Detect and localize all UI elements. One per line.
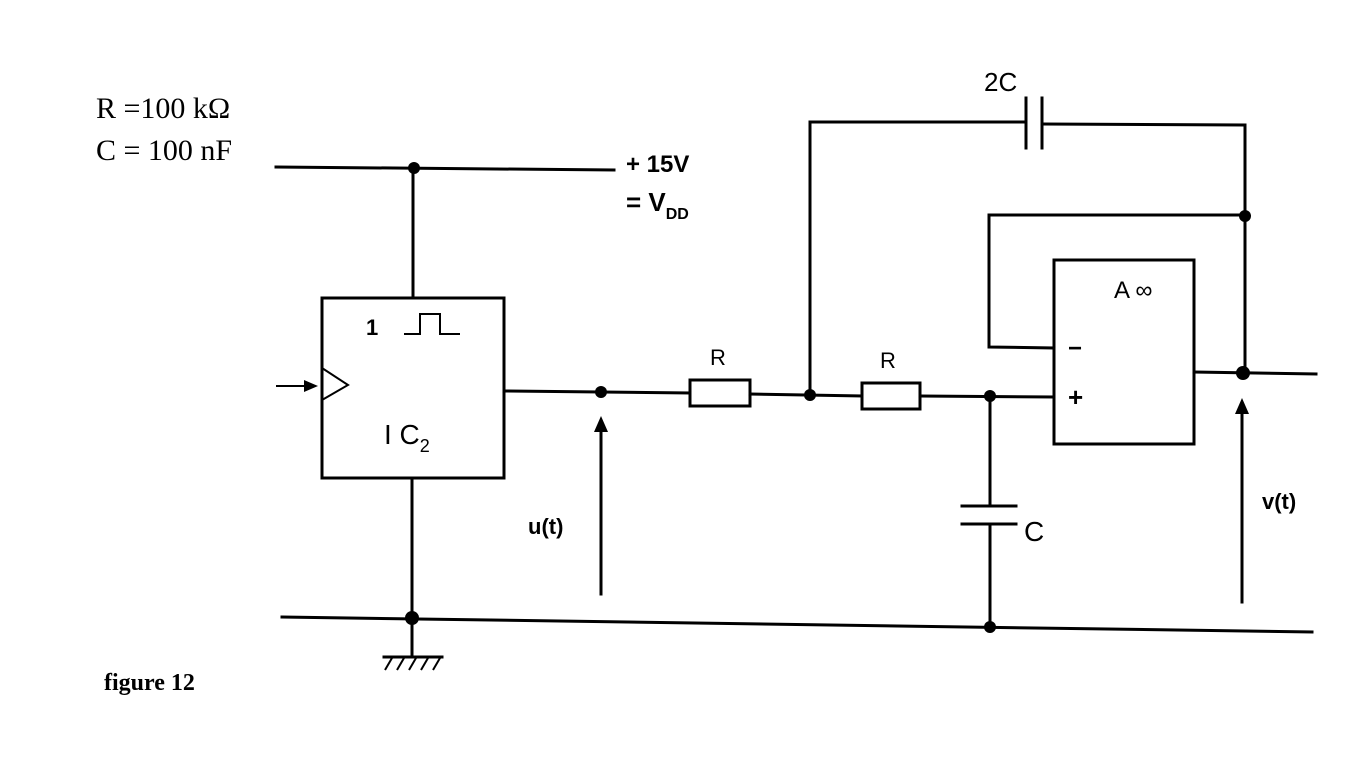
figure-caption: figure 12 xyxy=(104,670,195,696)
clock-input-arrow xyxy=(304,380,318,392)
capacitance-value: C = 100 nF xyxy=(96,134,232,167)
resistance-value: R =100 kΩ xyxy=(96,92,230,125)
input-voltage-label: u(t) xyxy=(528,514,563,539)
vt-arrow-head xyxy=(1235,398,1249,414)
ground-capacitor-label: C xyxy=(1024,516,1044,547)
resistor-2-label: R xyxy=(880,348,896,373)
ic-name-label: I C2 xyxy=(384,419,430,456)
ut-node xyxy=(595,386,607,398)
opamp-gain-label: A ∞ xyxy=(1114,277,1152,304)
opamp-block xyxy=(1052,258,1196,446)
resistor-2 xyxy=(860,381,922,411)
supply-rail xyxy=(274,165,616,172)
supply-voltage-label: + 15V xyxy=(626,151,689,178)
opamp-output-wire xyxy=(1192,370,1318,376)
feedback-left-wire xyxy=(808,120,1028,397)
opamp-minus-label: − xyxy=(1068,335,1082,362)
vdd-label: = VDD xyxy=(626,187,689,223)
ground-node-right xyxy=(984,621,996,633)
output-node xyxy=(1236,366,1250,380)
feedback-capacitor-label: 2C xyxy=(984,67,1017,97)
ground-icon xyxy=(382,616,444,671)
ic2-block xyxy=(320,296,506,480)
resistor-1 xyxy=(688,378,752,408)
resistor-1-label: R xyxy=(710,345,726,370)
pulse-count-label: 1 xyxy=(366,315,378,340)
output-voltage-label: v(t) xyxy=(1262,489,1296,514)
unity-feedback-wire xyxy=(987,213,1247,350)
opamp-plus-label: + xyxy=(1068,382,1083,412)
feedback-node xyxy=(1239,210,1251,222)
ground-rail xyxy=(280,615,1314,634)
feedback-right-wire xyxy=(1040,122,1247,376)
ut-arrow-head xyxy=(594,416,608,432)
pulse-icon xyxy=(404,313,460,335)
clock-input-symbol xyxy=(321,367,350,401)
